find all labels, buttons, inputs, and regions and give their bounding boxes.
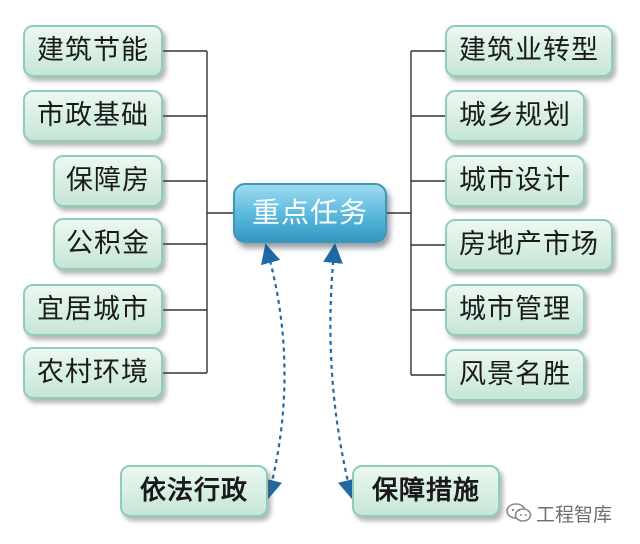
wechat-icon xyxy=(506,503,532,522)
dashed-arrow-support xyxy=(323,243,358,500)
dashed-arrow-law xyxy=(261,243,286,500)
right-bracket-lines xyxy=(387,50,445,376)
left-node-6: 农村环境 xyxy=(23,347,163,399)
watermark-text: 工程智库 xyxy=(536,503,613,526)
right-node-3: 城市设计 xyxy=(445,155,585,207)
support-node-measures: 保障措施 xyxy=(352,465,500,517)
right-node-6: 风景名胜 xyxy=(445,349,585,401)
center-node: 重点任务 xyxy=(233,183,387,243)
left-node-4: 公积金 xyxy=(53,218,163,270)
left-node-2: 市政基础 xyxy=(23,90,163,142)
left-node-3: 保障房 xyxy=(53,155,163,207)
left-node-1: 建筑节能 xyxy=(23,25,163,77)
right-node-1: 建筑业转型 xyxy=(445,25,613,77)
right-node-4: 房地产市场 xyxy=(445,219,613,271)
right-node-5: 城市管理 xyxy=(445,284,585,336)
left-node-5: 宜居城市 xyxy=(23,284,163,336)
support-node-law: 依法行政 xyxy=(120,465,268,517)
watermark: 工程智库 xyxy=(506,497,636,529)
left-bracket-lines xyxy=(163,50,233,374)
right-node-2: 城乡规划 xyxy=(445,90,585,142)
